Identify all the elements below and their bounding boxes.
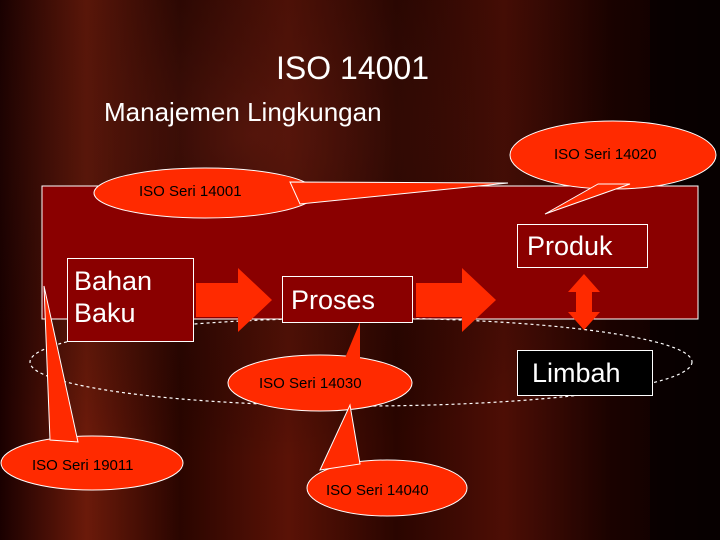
callout-label-iso-19011: ISO Seri 19011 xyxy=(32,457,134,474)
arrow-bahan-to-proses xyxy=(196,268,272,332)
arrow-proses-to-produk xyxy=(416,268,496,332)
callout-iso-14001 xyxy=(93,167,509,219)
arrow-produk-limbah xyxy=(568,274,600,330)
callout-iso-19011 xyxy=(0,285,184,491)
callout-iso-14030 xyxy=(227,322,413,412)
callout-iso-14020 xyxy=(509,120,717,215)
slide-title: ISO 14001 xyxy=(276,50,429,86)
callout-label-iso-14001: ISO Seri 14001 xyxy=(139,183,242,200)
proses-box: Proses xyxy=(282,276,413,323)
produk-box: Produk xyxy=(517,224,648,268)
scope-ellipse xyxy=(29,317,693,407)
slide-subtitle: Manajemen Lingkungan xyxy=(104,97,382,127)
bahan-baku-box: Bahan Baku xyxy=(67,258,194,342)
callout-label-iso-14030: ISO Seri 14030 xyxy=(259,375,362,392)
callout-iso-14040 xyxy=(306,403,468,517)
limbah-box: Limbah xyxy=(517,350,653,396)
callout-label-iso-14040: ISO Seri 14040 xyxy=(326,482,429,499)
callout-label-iso-14020: ISO Seri 14020 xyxy=(554,146,657,163)
